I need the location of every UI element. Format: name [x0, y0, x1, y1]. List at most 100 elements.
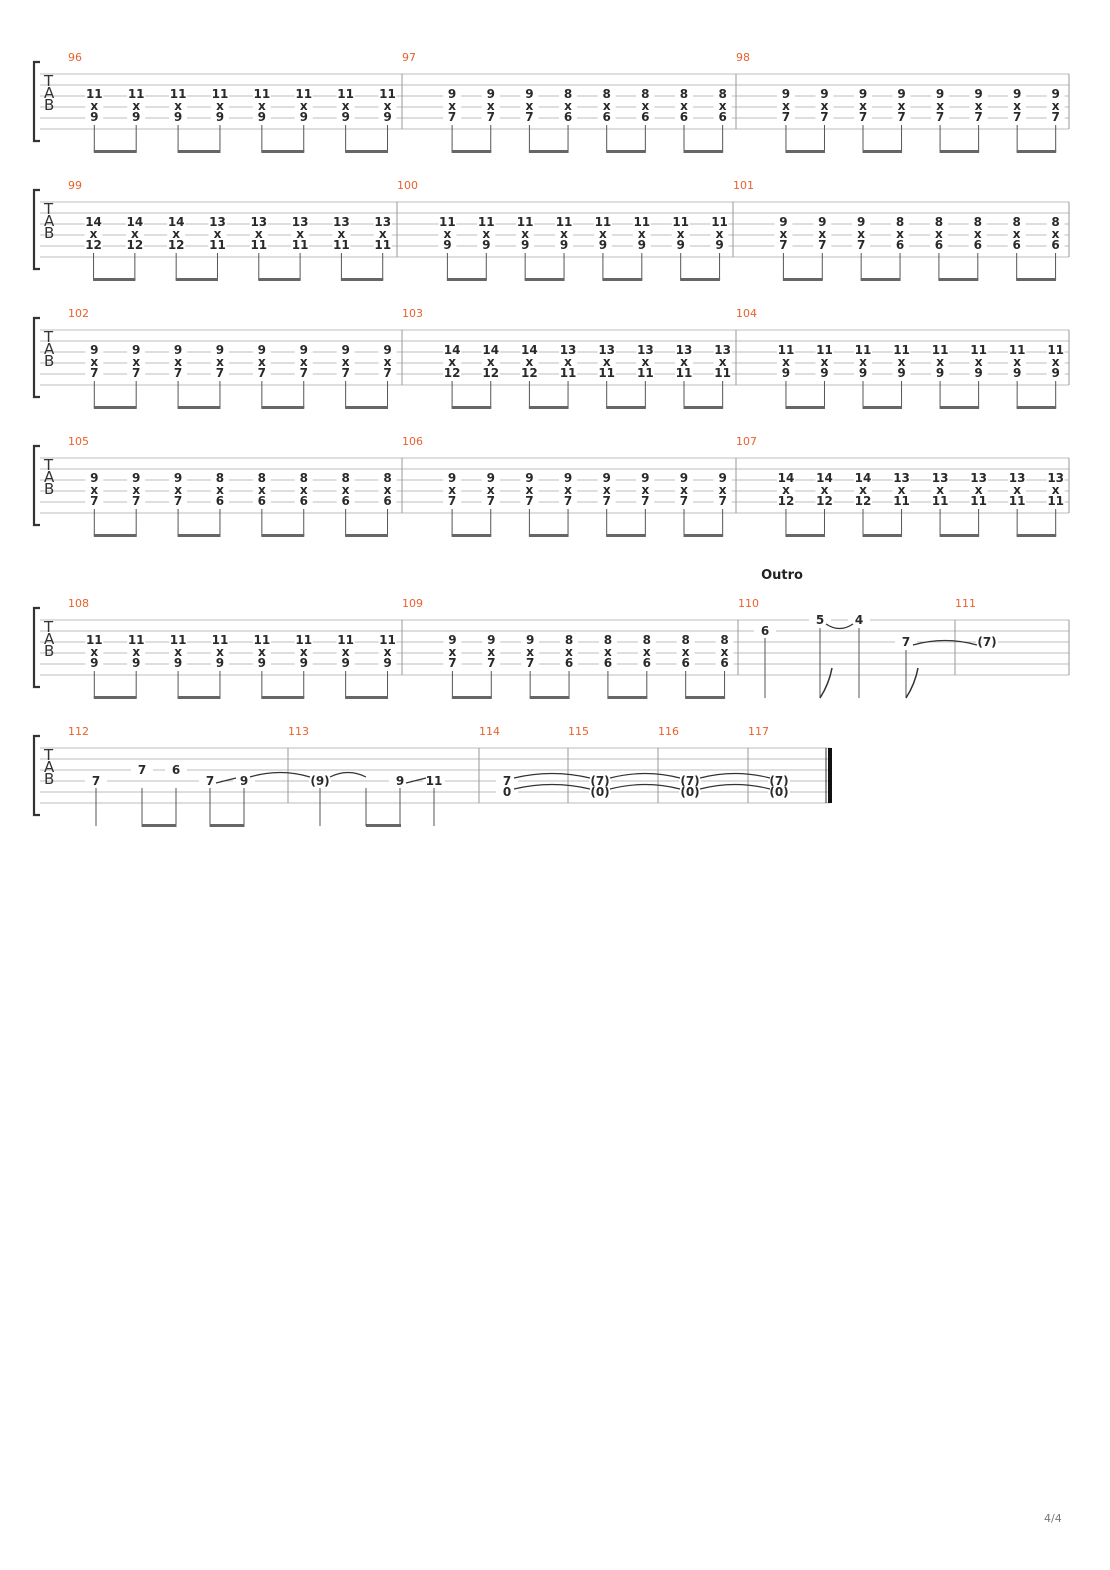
- note-backdrop: [233, 775, 255, 787]
- note-backdrop: [294, 635, 313, 666]
- fret-number: 9: [487, 633, 495, 647]
- fret-number: 9: [560, 238, 568, 252]
- beam: [606, 406, 646, 409]
- beam: [258, 278, 301, 281]
- fret-number: 8: [1051, 215, 1059, 229]
- fret-number: 9: [521, 238, 529, 252]
- beam: [862, 406, 903, 409]
- beam: [261, 406, 305, 409]
- fret-number: 9: [638, 238, 646, 252]
- muted-note: x: [896, 227, 904, 241]
- muted-note: x: [216, 355, 224, 369]
- fret-number: 7: [383, 366, 391, 380]
- fret-number: 7: [818, 238, 826, 252]
- fret-number: 7: [641, 494, 649, 508]
- fret-number: 9: [897, 87, 905, 101]
- fret-number: 8: [680, 87, 688, 101]
- beam: [177, 534, 221, 537]
- beam: [862, 150, 903, 153]
- fret-number: 9: [1052, 87, 1060, 101]
- fret-number: 11: [374, 238, 391, 252]
- beam: [528, 406, 569, 409]
- fret-number: 7: [1013, 110, 1021, 124]
- note-backdrop: [676, 635, 695, 666]
- fret-number: 13: [637, 343, 654, 357]
- muted-note: x: [379, 227, 387, 241]
- muted-note: x: [975, 355, 983, 369]
- muted-note: x: [487, 483, 495, 497]
- muted-note: x: [90, 227, 98, 241]
- muted-note: x: [448, 99, 456, 113]
- tab-clef-letter: T: [43, 618, 54, 636]
- note-backdrop: [378, 89, 397, 120]
- beam: [261, 150, 305, 153]
- note-backdrop: [85, 473, 104, 504]
- fret-number: 8: [720, 633, 728, 647]
- muted-note: x: [975, 99, 983, 113]
- note-backdrop: [597, 89, 616, 120]
- fret-number: 11: [212, 87, 229, 101]
- note-backdrop: [679, 775, 701, 787]
- fret-number: 8: [300, 471, 308, 485]
- measure-number: 111: [955, 597, 976, 610]
- beam: [1016, 406, 1057, 409]
- note-backdrop: [931, 345, 950, 376]
- fret-number: 7: [174, 494, 182, 508]
- muted-note: x: [132, 483, 140, 497]
- tie-arc: [912, 639, 978, 646]
- note-backdrop: [892, 473, 911, 504]
- beam: [1016, 534, 1057, 537]
- fret-number: 7: [487, 494, 495, 508]
- beam: [785, 534, 825, 537]
- fret-number: 6: [974, 238, 982, 252]
- fret-number: 9: [300, 343, 308, 357]
- fret-number: 9: [564, 471, 572, 485]
- note-backdrop: [968, 217, 987, 248]
- note-backdrop: [976, 636, 998, 648]
- muted-note: x: [638, 227, 646, 241]
- fret-number: 11: [254, 633, 271, 647]
- tie-arc: [609, 783, 681, 790]
- note-backdrop: [674, 345, 693, 376]
- fret-number: 9: [677, 238, 685, 252]
- fret-number: 14: [444, 343, 461, 357]
- fret-number: 11: [439, 215, 456, 229]
- beam: [528, 150, 569, 153]
- fret-number: 6: [341, 494, 349, 508]
- fret-number: 9: [487, 471, 495, 485]
- muted-note: x: [384, 355, 392, 369]
- note-backdrop: [710, 217, 729, 248]
- fret-number: 12: [816, 494, 833, 508]
- fret-number: 11: [595, 215, 612, 229]
- tie-arc: [249, 771, 311, 778]
- muted-note: x: [565, 645, 573, 659]
- fret-number: 13: [676, 343, 693, 357]
- note-backdrop: [210, 473, 229, 504]
- fret-number: 11: [970, 494, 987, 508]
- note-backdrop: [931, 89, 950, 120]
- fret-number: 7: [448, 656, 456, 670]
- note-backdrop: [521, 635, 540, 666]
- muted-note: x: [782, 355, 790, 369]
- tab-clef-letter: T: [43, 328, 54, 346]
- beam: [345, 150, 389, 153]
- muted-note: x: [821, 483, 829, 497]
- muted-note: x: [936, 483, 944, 497]
- muted-note: x: [90, 99, 98, 113]
- muted-note: x: [603, 355, 611, 369]
- note-backdrop: [852, 217, 871, 248]
- note-backdrop: [309, 775, 331, 787]
- fret-number: 9: [300, 110, 308, 124]
- note-backdrop: [636, 473, 655, 504]
- measure-number: 98: [736, 51, 750, 64]
- note-backdrop: [443, 473, 462, 504]
- muted-note: x: [342, 645, 350, 659]
- fret-number: 8: [383, 471, 391, 485]
- beam: [177, 406, 221, 409]
- measure-number: 104: [736, 307, 757, 320]
- note-backdrop: [895, 636, 917, 648]
- fret-number: 11: [598, 366, 615, 380]
- fret-number: 9: [782, 87, 790, 101]
- muted-note: x: [859, 355, 867, 369]
- note-backdrop: [1046, 217, 1065, 248]
